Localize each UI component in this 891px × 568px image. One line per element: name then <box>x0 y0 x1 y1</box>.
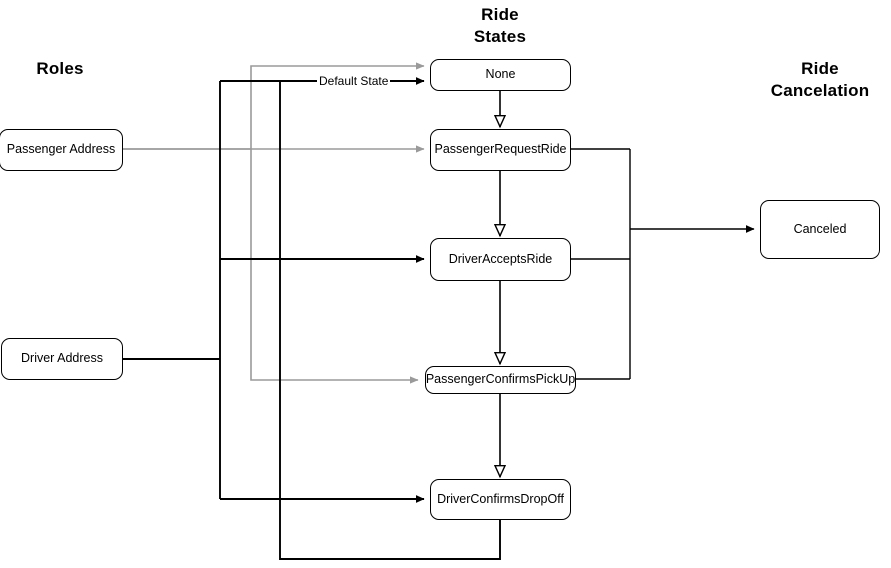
node-state-driver-accepts-ride-label: DriverAcceptsRide <box>448 251 553 266</box>
node-passenger-address-label: Passenger Address <box>6 142 116 157</box>
node-state-passenger-confirms-pickup[interactable]: PassengerConfirmsPickUp <box>425 366 576 394</box>
node-state-canceled-label: Canceled <box>793 221 847 236</box>
node-state-none[interactable]: None <box>430 59 571 91</box>
node-state-driver-accepts-ride[interactable]: DriverAcceptsRide <box>430 238 571 281</box>
column-title-ride-states: Ride States <box>473 5 527 46</box>
node-state-passenger-request-ride[interactable]: PassengerRequestRide <box>430 129 571 171</box>
node-state-canceled[interactable]: Canceled <box>760 200 880 259</box>
column-title-roles: Roles <box>36 59 84 78</box>
wire-dropoff-return-loop <box>279 81 501 560</box>
node-driver-address[interactable]: Driver Address <box>1 338 123 380</box>
node-state-passenger-confirms-pickup-label: PassengerConfirmsPickUp <box>425 372 576 387</box>
column-title-ride-cancelation: Ride Cancelation <box>770 59 870 100</box>
node-state-passenger-request-ride-label: PassengerRequestRide <box>434 142 567 157</box>
node-passenger-address[interactable]: Passenger Address <box>0 129 123 171</box>
node-state-driver-confirms-dropoff-label: DriverConfirmsDropOff <box>437 491 564 506</box>
edge-label-default-state: Default State <box>317 74 391 88</box>
node-driver-address-label: Driver Address <box>21 351 103 366</box>
wire-passenger-address-to-confirms-pickup <box>250 149 419 384</box>
node-state-driver-confirms-dropoff[interactable]: DriverConfirmsDropOff <box>430 479 571 520</box>
node-state-none-label: None <box>485 67 516 82</box>
